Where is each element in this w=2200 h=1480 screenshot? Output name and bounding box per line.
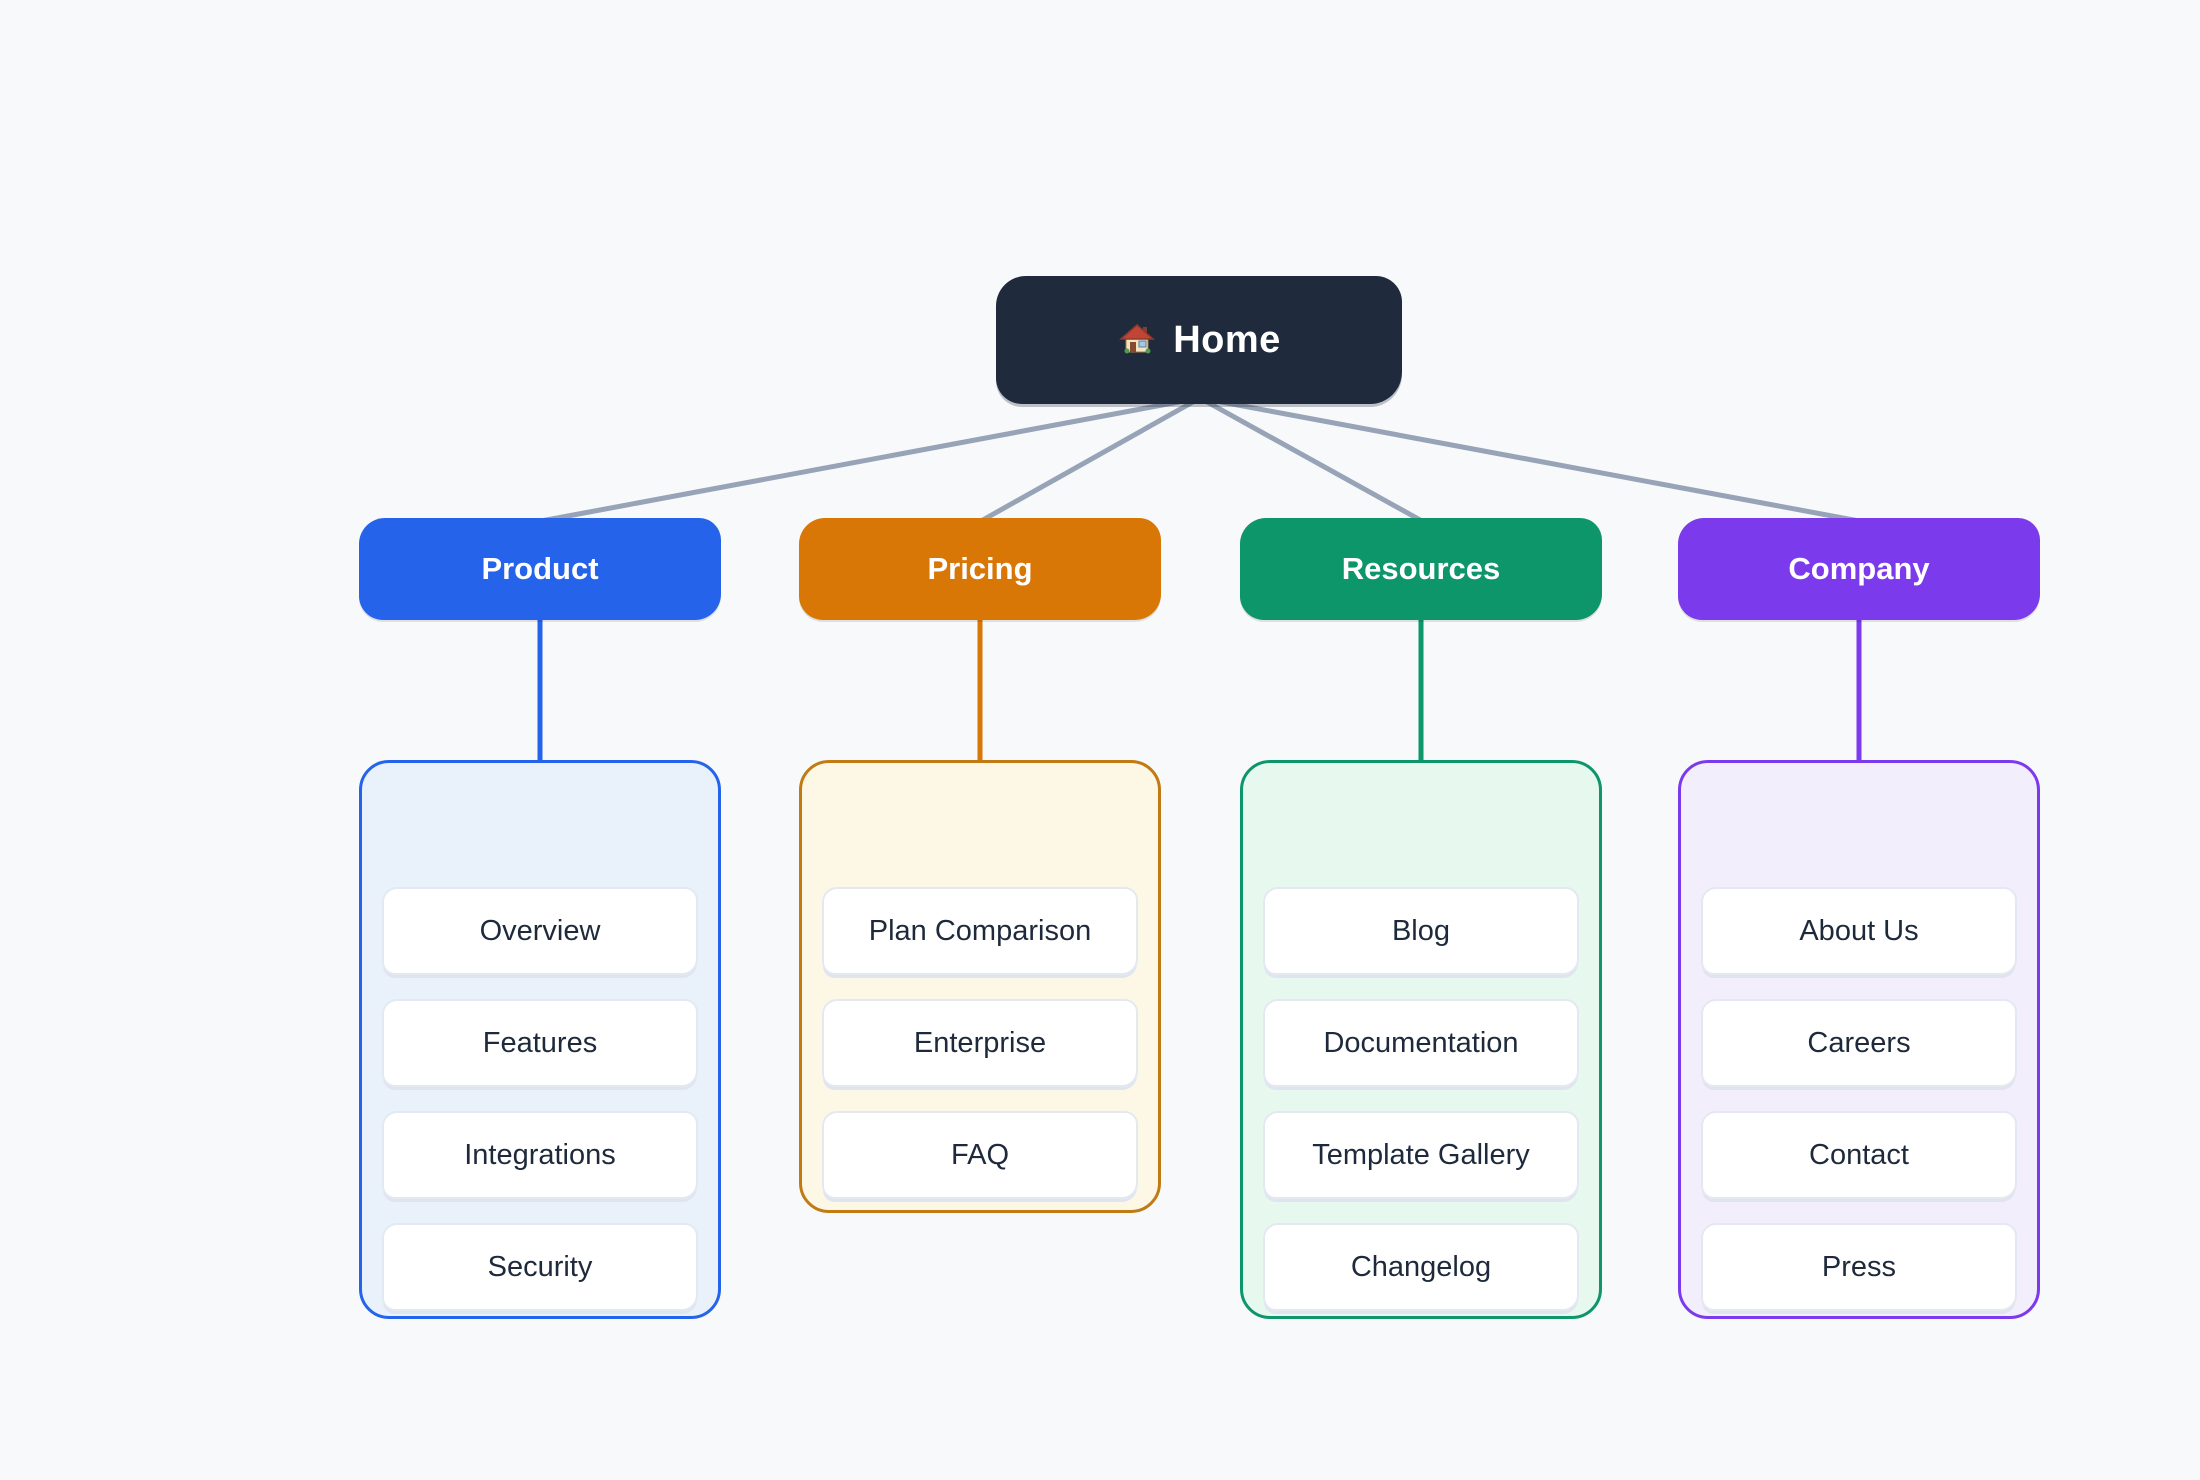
group-company[interactable]: About Us Careers Contact Press — [1678, 760, 2040, 1319]
node-product[interactable]: Product — [359, 518, 721, 620]
node-careers-label: Careers — [1807, 1026, 1911, 1059]
node-documentation[interactable]: Documentation — [1263, 999, 1579, 1087]
house-icon — [1119, 324, 1156, 354]
group-pricing[interactable]: Plan Comparison Enterprise FAQ — [799, 760, 1161, 1213]
node-pricing[interactable]: Pricing — [799, 518, 1161, 620]
node-overview[interactable]: Overview — [382, 887, 698, 975]
node-changelog[interactable]: Changelog — [1263, 1223, 1579, 1311]
node-enterprise[interactable]: Enterprise — [822, 999, 1138, 1087]
node-blog-label: Blog — [1391, 914, 1451, 947]
node-home[interactable]: Home — [996, 276, 1402, 404]
node-company[interactable]: Company — [1678, 518, 2040, 620]
node-integrations[interactable]: Integrations — [382, 1111, 698, 1199]
node-resources-label: Resources — [1341, 551, 1501, 586]
node-about-us-label: About Us — [1799, 914, 1919, 947]
group-product[interactable]: Overview Features Integrations Security — [359, 760, 721, 1319]
connector-home-resources — [1197, 395, 1425, 524]
node-features-label: Features — [482, 1026, 598, 1059]
node-blog[interactable]: Blog — [1263, 887, 1579, 975]
node-overview-label: Overview — [479, 914, 601, 947]
node-plan-comparison-label: Plan Comparison — [868, 914, 1092, 947]
node-product-label: Product — [481, 551, 599, 586]
node-documentation-label: Documentation — [1323, 1026, 1519, 1059]
node-faq[interactable]: FAQ — [822, 1111, 1138, 1199]
connector-home-company — [1197, 395, 1862, 524]
node-enterprise-label: Enterprise — [913, 1026, 1047, 1059]
node-template-gallery[interactable]: Template Gallery — [1263, 1111, 1579, 1199]
node-contact[interactable]: Contact — [1701, 1111, 2017, 1199]
node-careers[interactable]: Careers — [1701, 999, 2017, 1087]
node-about-us[interactable]: About Us — [1701, 887, 2017, 975]
node-contact-label: Contact — [1809, 1138, 1909, 1171]
node-plan-comparison[interactable]: Plan Comparison — [822, 887, 1138, 975]
node-press-label: Press — [1821, 1250, 1897, 1283]
connector-home-product — [538, 395, 1203, 524]
group-resources[interactable]: Blog Documentation Template Gallery Chan… — [1240, 760, 1602, 1319]
node-integrations-label: Integrations — [464, 1138, 616, 1171]
node-press[interactable]: Press — [1701, 1223, 2017, 1311]
node-security[interactable]: Security — [382, 1223, 698, 1311]
node-faq-label: FAQ — [950, 1138, 1009, 1171]
node-company-label: Company — [1788, 551, 1930, 586]
node-changelog-label: Changelog — [1350, 1250, 1492, 1283]
node-pricing-label: Pricing — [927, 551, 1033, 586]
node-template-gallery-label: Template Gallery — [1312, 1138, 1530, 1171]
node-resources[interactable]: Resources — [1240, 518, 1602, 620]
node-security-label: Security — [487, 1250, 593, 1283]
connector-home-pricing — [978, 395, 1203, 524]
node-home-label: Home — [1173, 318, 1281, 361]
node-features[interactable]: Features — [382, 999, 698, 1087]
